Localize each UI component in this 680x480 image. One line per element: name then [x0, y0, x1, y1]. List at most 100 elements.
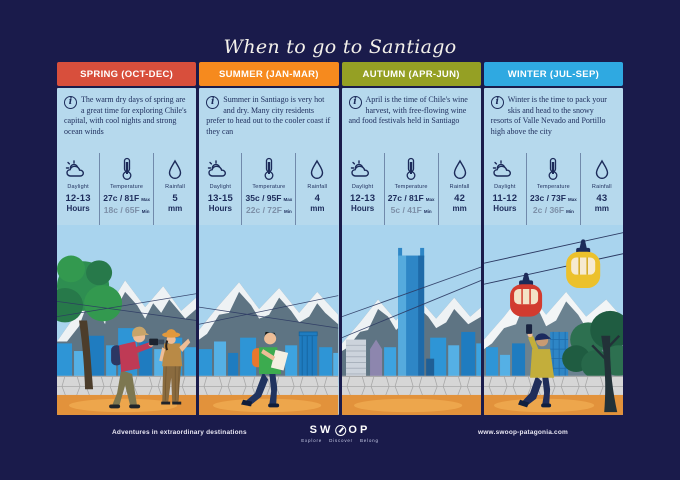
- temp-min-row: 22c / 72F Min: [246, 205, 292, 215]
- gran-torre-santiago: [397, 247, 424, 384]
- swoop-logo: SW OP Explore Discover Belong: [301, 424, 379, 443]
- stat-label: Temperature: [536, 184, 570, 190]
- rainfall-unit: mm: [168, 204, 183, 213]
- rainfall-value: 4: [314, 193, 321, 204]
- daylight-value: 11-12: [492, 193, 518, 204]
- daylight-unit: Hours: [208, 204, 232, 213]
- stat-label: Temperature: [110, 184, 144, 190]
- daylight-stat: Daylight 12-13 Hours: [57, 153, 99, 225]
- season-stats: Daylight 12-13 Hours Temperature 27c / 8…: [57, 151, 196, 225]
- winter-illustration: [483, 225, 623, 415]
- ground: [483, 394, 623, 415]
- daylight-value: 13-15: [207, 193, 234, 204]
- season-description: i April is the time of Chile's wine harv…: [342, 88, 481, 151]
- season-column-winter: WINTER (JUL-SEP) i Winter is the time to…: [483, 62, 623, 415]
- description-text: The warm dry days of spring are a great …: [64, 95, 187, 136]
- stat-label: Rainfall: [449, 184, 470, 190]
- min-label: Min: [423, 209, 432, 214]
- map: [271, 349, 289, 371]
- rainfall-unit: mm: [594, 204, 609, 213]
- description-text: Summer in Santiago is very hot and dry. …: [206, 95, 331, 136]
- stat-label: Rainfall: [165, 184, 186, 190]
- max-label: Max: [425, 196, 435, 202]
- summer-scene-svg: [199, 225, 339, 415]
- temp-max-row: 23c / 73F Max: [530, 193, 577, 203]
- autumn-illustration: [341, 225, 481, 415]
- description-text: Winter is the time to pack your skis and…: [490, 95, 607, 136]
- temp-min-value: 22c / 72F: [246, 205, 282, 215]
- min-label: Min: [566, 209, 574, 214]
- temp-max-row: 27c / 81F Max: [103, 193, 150, 203]
- ground: [341, 394, 481, 415]
- temp-max-value: 23c / 73F: [530, 192, 566, 203]
- phone: [525, 324, 532, 334]
- info-icon: i: [348, 96, 362, 109]
- temperature-stat: Temperature 35c / 95F Max 22c / 72F Min: [241, 153, 295, 225]
- swoop-wordmark: SW OP: [301, 424, 379, 436]
- rainfall-unit: mm: [452, 204, 467, 213]
- daylight-stat: Daylight 11-12 Hours: [484, 153, 526, 225]
- yellow-cable-car: [565, 239, 600, 289]
- stone-wall: [199, 375, 339, 397]
- daylight-unit: Hours: [351, 204, 375, 213]
- footer-website: www.swoop-patagonia.com: [478, 429, 568, 436]
- temp-max-value: 27c / 81F: [103, 192, 140, 203]
- season-column-autumn: AUTUMN (APR-JUN) i April is the time of …: [341, 62, 481, 415]
- rainfall-icon: [167, 157, 183, 181]
- temperature-icon: [263, 157, 275, 181]
- rainfall-icon: [452, 157, 468, 181]
- season-column-spring: SPRING (OCT-DEC) i The warm dry days of …: [57, 62, 197, 415]
- rainfall-icon: [309, 157, 325, 181]
- info-icon: i: [490, 96, 504, 109]
- max-label: Max: [567, 196, 577, 202]
- tagline-word: Explore: [301, 438, 323, 443]
- temperature-stat: Temperature 27c / 81F Max 18c / 65F Min: [99, 153, 153, 225]
- max-label: Max: [283, 196, 293, 202]
- winter-scene-svg: [483, 225, 623, 415]
- city-skyline: [199, 331, 339, 384]
- season-header-spring: SPRING (OCT-DEC): [57, 62, 197, 86]
- compass-icon: [335, 424, 347, 436]
- footer: Adventures in extraordinary destinations…: [0, 424, 680, 464]
- camera: [149, 338, 159, 346]
- power-lines: [341, 266, 481, 339]
- tagline-word: Belong: [359, 438, 379, 443]
- temp-min-row: 2c / 36F Min: [533, 205, 574, 215]
- min-label: Min: [141, 209, 150, 214]
- spring-scene-svg: [57, 225, 197, 415]
- temp-min-value: 18c / 65F: [103, 205, 140, 215]
- daylight-stat: Daylight 12-13 Hours: [342, 153, 384, 225]
- daylight-icon: [207, 157, 233, 181]
- daylight-icon: [492, 157, 518, 181]
- logo-tagline: Explore Discover Belong: [301, 438, 379, 443]
- cable-car-lines: [483, 232, 623, 285]
- temperature-icon: [121, 157, 133, 181]
- page-title: When to go to Santiago: [223, 36, 457, 58]
- temperature-stat: Temperature 27c / 81F Max 5c / 41F Min: [383, 153, 438, 225]
- stat-label: Daylight: [351, 184, 374, 190]
- footer-slogan: Adventures in extraordinary destinations: [112, 429, 247, 436]
- rainfall-stat: Rainfall 43 mm: [579, 153, 623, 225]
- daylight-icon: [350, 157, 376, 181]
- logo-text-op: OP: [348, 424, 371, 436]
- rainfall-value: 5: [172, 193, 178, 204]
- season-column-summer: SUMMER (JAN-MAR) i Summer in Santiago is…: [199, 62, 339, 415]
- season-stats: Daylight 12-13 Hours Temperature 27c / 8…: [342, 151, 481, 225]
- stone-wall: [341, 375, 481, 397]
- rainfall-unit: mm: [310, 204, 325, 213]
- rainfall-value: 43: [596, 193, 608, 204]
- spring-illustration: [57, 225, 197, 415]
- summer-illustration: [199, 225, 339, 415]
- rainfall-stat: Rainfall 5 mm: [153, 153, 196, 225]
- daylight-value: 12-13: [65, 193, 91, 204]
- info-icon: i: [206, 96, 220, 109]
- stat-label: Daylight: [67, 184, 89, 190]
- season-description: i Winter is the time to pack your skis a…: [484, 88, 623, 151]
- season-stats: Daylight 11-12 Hours Temperature 23c / 7…: [484, 151, 623, 225]
- stat-label: Rainfall: [307, 184, 328, 190]
- stat-label: Rainfall: [591, 184, 612, 190]
- season-panel-spring: i The warm dry days of spring are a grea…: [57, 88, 197, 415]
- season-description: i The warm dry days of spring are a grea…: [57, 88, 196, 151]
- temperature-stat: Temperature 23c / 73F Max 2c / 36F Min: [525, 153, 580, 225]
